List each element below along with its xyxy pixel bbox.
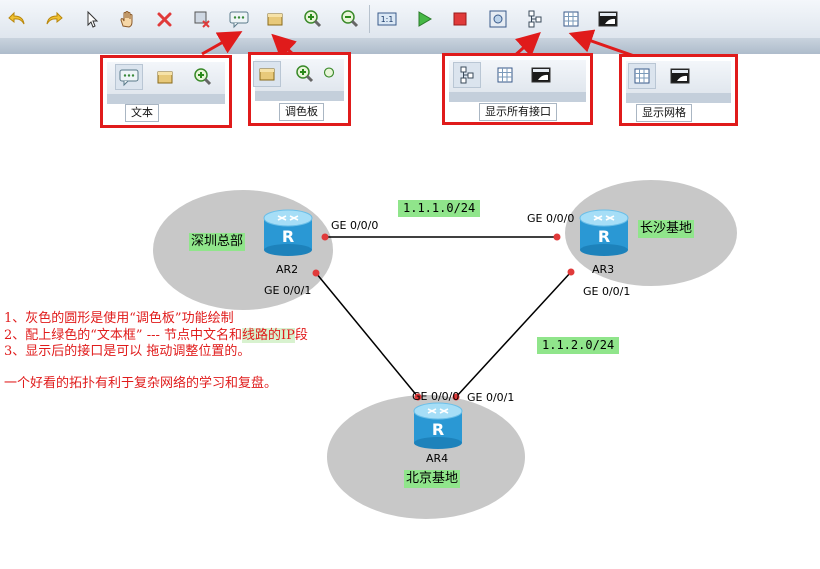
- router-ar4-icon: [413, 402, 463, 450]
- interface-ar2-ge001[interactable]: GE 0/0/1: [264, 284, 312, 297]
- hand-icon[interactable]: [115, 7, 139, 31]
- zoom-out-icon: [323, 61, 338, 87]
- svg-text:1:1: 1:1: [381, 15, 394, 24]
- interface-ar3-ge000[interactable]: GE 0/0/0: [527, 212, 575, 225]
- redo-icon[interactable]: [42, 7, 66, 31]
- link-ar3-ar4: [455, 271, 572, 398]
- main-toolbar: 1:1: [0, 0, 820, 39]
- note-line-3: 3、显示后的接口是可以 拖动调整位置的。: [4, 344, 251, 359]
- site-label-shenzhen[interactable]: 深圳总部: [189, 233, 246, 251]
- callout-band: [107, 94, 225, 104]
- show-grid-icon: [491, 62, 519, 88]
- callout-palette: 调色板: [248, 52, 351, 126]
- subnet-label-top[interactable]: 1.1.1.0/24: [398, 200, 481, 217]
- port-dot: [567, 268, 575, 276]
- router-ar4-name: AR4: [426, 452, 449, 465]
- callout-show-interfaces: 显示所有接口: [442, 53, 593, 125]
- console-icon: [527, 62, 555, 88]
- link-ar2-ar4: [315, 272, 419, 398]
- callout-label-palette: 调色板: [279, 103, 324, 121]
- text-icon[interactable]: [227, 7, 251, 31]
- zoom-in-icon[interactable]: [301, 7, 325, 31]
- palette-icon: [151, 64, 179, 90]
- callout-text: 文本: [100, 55, 232, 128]
- callout-show-grid: 显示网格: [619, 54, 738, 126]
- router-ar2-name: AR2: [276, 263, 299, 276]
- interface-ar4-ge000[interactable]: GE 0/0/0: [412, 390, 460, 403]
- palette-icon[interactable]: [263, 7, 287, 31]
- callout-band: [255, 91, 344, 101]
- note-line-2: 2、配上绿色的“文本框” --- 节点中文名和线路的IP段: [4, 328, 308, 344]
- port-dot: [553, 233, 561, 241]
- palette-icon: [253, 61, 281, 87]
- delete-icon[interactable]: [153, 7, 177, 31]
- router-ar2-icon: [263, 209, 313, 257]
- interface-ar3-ge001[interactable]: GE 0/0/1: [583, 285, 631, 298]
- start-icon[interactable]: [412, 7, 436, 31]
- note-line-4: 一个好看的拓扑有利于复杂网络的学习和复盘。: [4, 376, 278, 391]
- port-dot: [414, 393, 422, 401]
- port-dot: [321, 233, 329, 241]
- site-label-changsha[interactable]: 长沙基地: [638, 220, 695, 238]
- note-line-2-part-c: 段: [294, 328, 308, 343]
- interface-ar4-ge001[interactable]: GE 0/0/1: [467, 391, 515, 404]
- callout-label-show-interfaces: 显示所有接口: [479, 103, 557, 121]
- text-icon: [115, 64, 143, 90]
- note-line-2-part-a: 2、配上绿色的“文本框” --- 节点中文名和: [4, 328, 243, 343]
- subnet-label-right[interactable]: 1.1.2.0/24: [537, 337, 620, 354]
- toolbar-separator: [369, 5, 370, 33]
- console-icon[interactable]: [596, 7, 620, 31]
- note-line-2-highlight: 线路的IP: [242, 328, 295, 343]
- site-area-beijing: [327, 395, 525, 519]
- callout-band: [449, 92, 586, 102]
- callout-label-show-grid: 显示网格: [636, 104, 692, 122]
- clear-icon[interactable]: [190, 7, 214, 31]
- topology-icon[interactable]: 1:1: [375, 7, 399, 31]
- port-dot: [312, 269, 320, 277]
- zoom-in-icon: [291, 61, 319, 87]
- callout-band: [626, 93, 731, 103]
- arrow-to-text: [201, 31, 243, 56]
- router-ar3-icon: [579, 209, 629, 257]
- zoom-out-icon[interactable]: [338, 7, 362, 31]
- undo-icon[interactable]: [5, 7, 29, 31]
- show-interfaces-icon[interactable]: [523, 7, 547, 31]
- zoom-in-icon: [189, 64, 217, 90]
- show-interfaces-icon: [453, 62, 481, 88]
- port-dot: [452, 393, 460, 401]
- note-line-1: 1、灰色的圆形是使用“调色板”功能绘制: [4, 311, 234, 326]
- capture-icon[interactable]: [486, 7, 510, 31]
- site-label-beijing[interactable]: 北京基地: [404, 470, 461, 488]
- show-grid-icon[interactable]: [559, 7, 583, 31]
- interface-ar2-ge000[interactable]: GE 0/0/0: [331, 219, 379, 232]
- select-icon[interactable]: [80, 7, 104, 31]
- show-grid-icon: [628, 63, 656, 89]
- router-ar3-name: AR3: [592, 263, 615, 276]
- stop-icon[interactable]: [448, 7, 472, 31]
- console-icon: [666, 63, 694, 89]
- callout-label-text: 文本: [125, 104, 159, 122]
